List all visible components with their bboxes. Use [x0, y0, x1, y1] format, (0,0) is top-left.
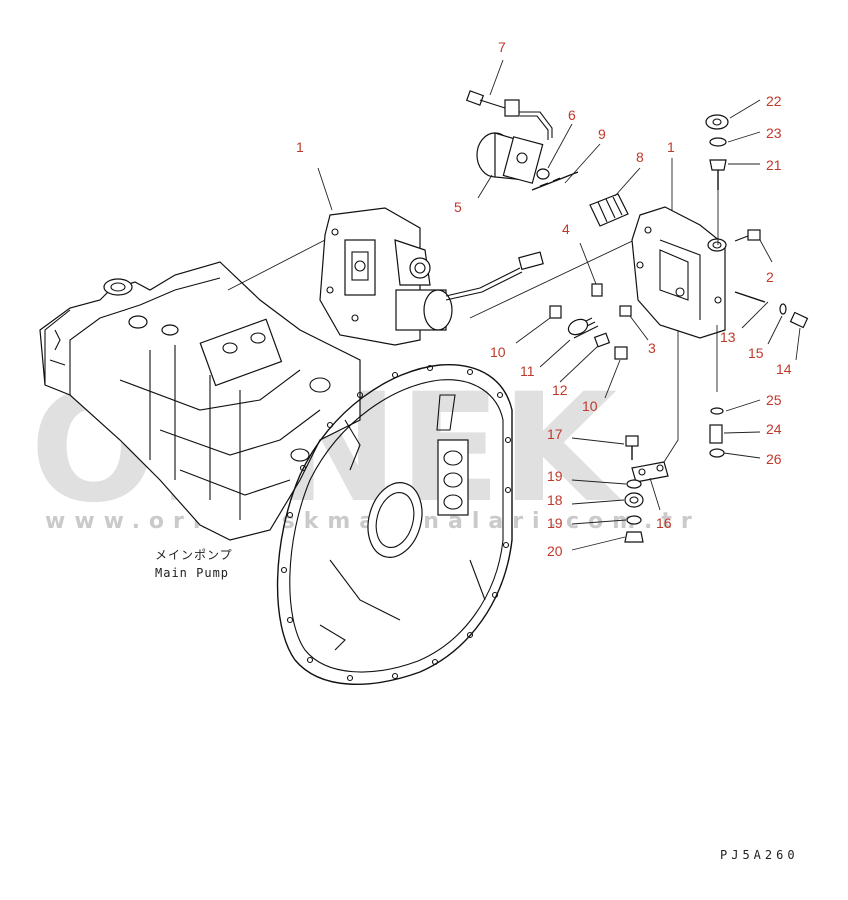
flange-bolt-holes: [280, 364, 512, 682]
callout-3: 3: [648, 340, 656, 356]
ring-part-15: [779, 303, 787, 315]
callout-6: 6: [568, 107, 576, 123]
callout-numbers: 1 7 6 9 8 1 5 4 2 22 23 21 13 15 14 10 1…: [296, 39, 792, 559]
washer-part-19-lower: [626, 515, 642, 525]
callout-12: 12: [552, 382, 568, 398]
washer-part-19-upper: [626, 479, 642, 489]
callout-10-upper: 10: [490, 344, 506, 360]
plug-part-10-upper: [549, 305, 562, 319]
callout-13: 13: [720, 329, 736, 345]
callout-leaders: [317, 59, 801, 551]
o-ring-part-6: [536, 168, 550, 180]
lever-part-16: [631, 461, 669, 483]
callout-8: 8: [636, 149, 644, 165]
callout-20: 20: [547, 543, 563, 559]
ring-part-25: [710, 407, 724, 415]
callout-1-right: 1: [667, 139, 675, 155]
sleeve-part-8: [589, 193, 629, 227]
install-line-left: [227, 239, 326, 291]
callout-4: 4: [562, 221, 570, 237]
flywheel-housing: [276, 363, 513, 685]
leader-16-body: [663, 330, 679, 463]
pin-part-13: [734, 291, 766, 303]
callout-7: 7: [498, 39, 506, 55]
caption-japanese: メインポンプ: [155, 548, 233, 562]
plug-part-10-lower: [614, 346, 628, 360]
callout-1-left: 1: [296, 139, 304, 155]
callout-5: 5: [454, 199, 462, 215]
callout-22: 22: [766, 93, 782, 109]
callout-21: 21: [766, 157, 782, 173]
callout-23: 23: [766, 125, 782, 141]
pc-valve-body-part-1: [631, 206, 727, 339]
plug-part-3: [619, 305, 632, 317]
plug-part-12: [593, 332, 611, 348]
plug-part-14: [789, 311, 809, 329]
callout-14: 14: [776, 361, 792, 377]
adjusting-screw-part-21: [709, 159, 727, 190]
bolt-part-2: [734, 229, 761, 242]
nut-part-22: [705, 114, 729, 130]
drawing-code: PJ5A260: [720, 848, 799, 862]
washer-part-23: [709, 137, 727, 147]
captions: メインポンプ Main Pump PJ5A260: [155, 548, 799, 862]
plug-part-24: [709, 424, 723, 444]
callout-19-upper: 19: [547, 468, 563, 484]
callout-15: 15: [748, 345, 764, 361]
bolt-part-17: [625, 435, 639, 460]
callout-17: 17: [547, 426, 563, 442]
callout-9: 9: [598, 126, 606, 142]
spring-part-11: [567, 317, 599, 339]
ring-part-26: [709, 448, 725, 458]
install-line-right: [469, 234, 646, 319]
piston-part-9: [531, 171, 579, 191]
callout-10-lower: 10: [582, 398, 598, 414]
callout-11: 11: [520, 363, 535, 379]
callout-2: 2: [766, 269, 774, 285]
bushing-part-18: [624, 492, 644, 508]
nut-part-20: [624, 531, 644, 543]
callout-24: 24: [766, 421, 782, 437]
caption-main-pump: Main Pump: [155, 566, 229, 580]
plug-part-4: [591, 283, 603, 297]
callout-26: 26: [766, 451, 782, 467]
callout-18: 18: [547, 492, 563, 508]
main-pump-assembly: [39, 261, 361, 541]
callout-25: 25: [766, 392, 782, 408]
callout-16: 16: [656, 515, 672, 531]
callout-19-lower: 19: [547, 515, 563, 531]
solenoid-valve-part-5: [476, 99, 553, 184]
pc-valve-installed: [319, 207, 544, 346]
connector-part-7: [465, 90, 506, 109]
